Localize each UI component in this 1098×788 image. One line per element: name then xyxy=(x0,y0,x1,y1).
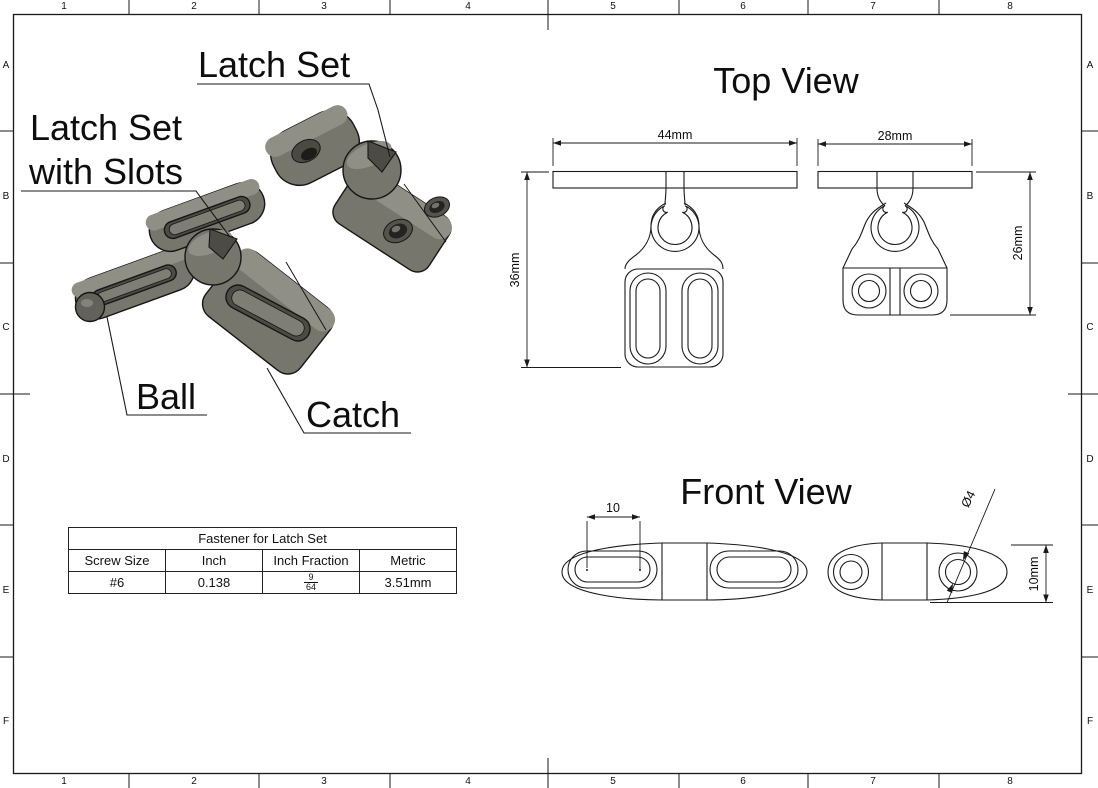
zone-col-8-top: 8 xyxy=(1007,1,1013,12)
dim-26mm-label: 26mm xyxy=(1011,226,1025,261)
fastener-table: Fastener for Latch Set Screw Size Inch I… xyxy=(68,527,457,594)
zone-col-8-bottom: 8 xyxy=(1007,776,1013,787)
iso-part-latch-set xyxy=(265,105,452,273)
cell-inch: 0.138 xyxy=(165,571,263,594)
zone-row-e-right: E xyxy=(1086,585,1094,596)
dim-36mm xyxy=(521,171,621,368)
countersunk-hole xyxy=(424,196,450,218)
fastener-table-header-row: Screw Size Inch Inch Fraction Metric xyxy=(68,549,457,572)
zone-col-4-bottom: 4 xyxy=(465,776,471,787)
countersunk-hole xyxy=(383,218,413,244)
col-header-inch: Inch xyxy=(165,549,263,572)
front-view-title: Front View xyxy=(680,471,852,512)
catch-slot xyxy=(225,284,311,342)
dim-dia4-label: Ø4 xyxy=(958,489,978,510)
dim-10mm-label: 10mm xyxy=(1027,557,1041,592)
zone-row-b-left: B xyxy=(2,191,10,202)
zone-col-3-bottom: 3 xyxy=(321,776,327,787)
col-header-screw-size: Screw Size xyxy=(68,549,166,572)
clip-notch xyxy=(367,140,397,173)
slotted-arm-lower xyxy=(71,245,196,320)
dim-28mm xyxy=(817,139,973,166)
dim-10-label: 10 xyxy=(606,501,620,515)
dim-44mm-label: 44mm xyxy=(658,128,693,142)
ear-hole xyxy=(291,138,321,164)
zone-col-2-bottom: 2 xyxy=(191,776,197,787)
zone-col-7-top: 7 xyxy=(870,1,876,12)
callout-latch-set-with-slots-line1: Latch Set xyxy=(30,107,182,148)
zone-col-2-top: 2 xyxy=(191,1,197,12)
inch-fraction-stack: 9 64 xyxy=(303,573,318,593)
dim-28mm-label: 28mm xyxy=(878,129,913,143)
top-view-ball-part xyxy=(552,170,798,368)
zone-row-c-left: C xyxy=(2,322,10,333)
top-view-title: Top View xyxy=(713,60,859,101)
front-view-slot-part xyxy=(561,542,808,601)
callout-latch-set-with-slots-line2: with Slots xyxy=(28,151,183,192)
front-view-hole-part xyxy=(827,542,1008,601)
dim-10mm xyxy=(930,544,1053,603)
zone-col-1-top: 1 xyxy=(61,1,67,12)
callout-catch: Catch xyxy=(306,394,400,435)
zone-row-f-right: F xyxy=(1086,716,1094,727)
fraction-numerator: 9 xyxy=(303,573,318,583)
dim-44mm xyxy=(552,138,798,166)
zone-col-5-bottom: 5 xyxy=(610,776,616,787)
zone-col-6-top: 6 xyxy=(740,1,746,12)
ball-tip xyxy=(74,291,106,323)
zone-row-a-left: A xyxy=(2,60,10,71)
zone-col-4-top: 4 xyxy=(465,1,471,12)
zone-row-e-left: E xyxy=(2,585,10,596)
cell-metric: 3.51mm xyxy=(359,571,457,594)
fastener-table-title-row: Fastener for Latch Set xyxy=(68,527,457,550)
zone-col-6-bottom: 6 xyxy=(740,776,746,787)
dim-10 xyxy=(586,514,641,571)
zone-row-f-left: F xyxy=(2,716,10,727)
zone-col-3-top: 3 xyxy=(321,1,327,12)
fraction-denominator: 64 xyxy=(305,582,316,592)
zone-row-d-left: D xyxy=(2,454,10,465)
fastener-table-title: Fastener for Latch Set xyxy=(68,527,457,550)
zone-row-b-right: B xyxy=(1086,191,1094,202)
zone-col-5-top: 5 xyxy=(610,1,616,12)
dim-36mm-label: 36mm xyxy=(508,253,522,288)
callout-ball: Ball xyxy=(136,376,196,417)
cell-inch-fraction: 9 64 xyxy=(262,571,360,594)
zone-row-c-right: C xyxy=(1086,322,1094,333)
zone-col-1-bottom: 1 xyxy=(61,776,67,787)
slotted-arm-upper xyxy=(145,178,266,253)
callout-latch-set: Latch Set xyxy=(198,44,350,85)
col-header-inch-fraction: Inch Fraction xyxy=(262,549,360,572)
cell-screw-size: #6 xyxy=(68,571,166,594)
zone-row-a-right: A xyxy=(1086,60,1094,71)
iso-callouts: Latch Set Latch Set with Slots Ball Catc… xyxy=(21,44,411,435)
dim-26mm xyxy=(950,171,1036,316)
dim-dia4-leader xyxy=(946,488,996,603)
iso-part-latch-set-with-slots xyxy=(71,178,336,375)
fastener-table-data-row: #6 0.138 9 64 3.51mm xyxy=(68,571,457,594)
zone-row-d-right: D xyxy=(1086,454,1094,465)
top-view-catch-part xyxy=(817,170,973,316)
zone-col-7-bottom: 7 xyxy=(870,776,876,787)
col-header-metric: Metric xyxy=(359,549,457,572)
